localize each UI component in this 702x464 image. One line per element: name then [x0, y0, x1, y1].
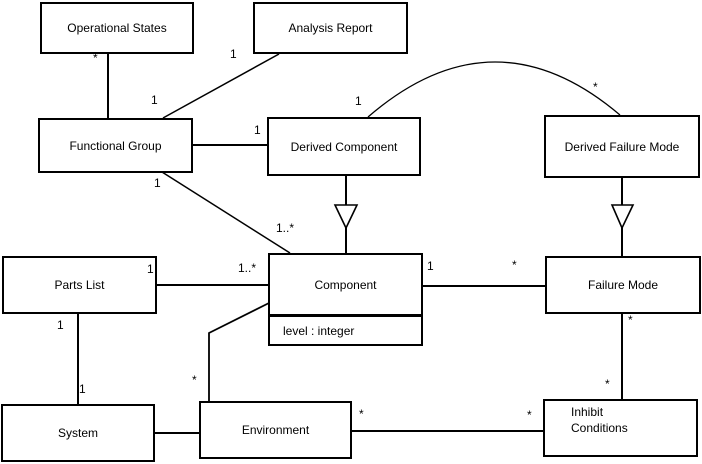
- multiplicity-fm-ic-star-top: *: [628, 313, 633, 327]
- association-environment-component: [208, 302, 270, 401]
- class-name-derived-component: Derived Component: [290, 139, 398, 154]
- multiplicity-fg-dc-one: 1: [254, 123, 261, 137]
- multiplicity-fm-ic-star-bottom: *: [605, 377, 610, 391]
- class-box-operational-states[interactable]: Operational States: [40, 2, 194, 54]
- class-name-component: Component: [270, 255, 421, 317]
- class-name-operational-states: Operational States: [67, 21, 167, 35]
- multiplicity-os-fg-one: 1: [151, 93, 158, 107]
- class-box-parts-list[interactable]: Parts List: [2, 256, 157, 314]
- class-box-failure-mode[interactable]: Failure Mode: [545, 256, 701, 314]
- multiplicity-fg-comp-onestar: 1..*: [276, 221, 295, 235]
- multiplicity-env-ic-star-right: *: [527, 408, 532, 422]
- class-name-parts-list: Parts List: [54, 278, 105, 292]
- multiplicity-pl-comp-one: 1: [147, 262, 154, 276]
- class-name-environment: Environment: [241, 423, 310, 437]
- multiplicity-pl-sys-one-top: 1: [57, 318, 64, 332]
- generalization-arrow-icon-failure-mode: [610, 204, 635, 230]
- class-box-system[interactable]: System: [1, 404, 155, 462]
- generalization-arrow-icon-component: [333, 204, 359, 230]
- association-functional-group-component: [161, 171, 291, 254]
- class-box-environment[interactable]: Environment: [199, 401, 352, 459]
- class-name-failure-mode: Failure Mode: [587, 278, 659, 292]
- multiplicity-fg-ar-one: 1: [230, 47, 237, 61]
- multiplicity-pl-comp-onestar: 1..*: [238, 261, 257, 275]
- class-attribute-level: level : integer: [283, 323, 355, 338]
- multiplicity-dc-dfm-one: 1: [355, 94, 362, 108]
- multiplicity-pl-sys-one-bottom: 1: [79, 382, 86, 396]
- class-box-analysis-report[interactable]: Analysis Report: [253, 2, 408, 54]
- class-box-derived-failure-mode[interactable]: Derived Failure Mode: [544, 115, 700, 178]
- class-name-functional-group: Functional Group: [69, 138, 162, 153]
- multiplicity-env-comp-star: *: [192, 373, 197, 387]
- multiplicity-env-ic-star-left: *: [359, 407, 364, 421]
- multiplicity-fg-comp-one: 1: [154, 176, 161, 190]
- class-box-component[interactable]: Component level : integer: [268, 253, 423, 346]
- multiplicity-comp-fm-one: 1: [427, 259, 434, 273]
- multiplicity-comp-fm-star: *: [512, 258, 517, 272]
- multiplicity-dc-dfm-star: *: [593, 80, 598, 94]
- class-box-derived-component[interactable]: Derived Component: [267, 117, 421, 176]
- association-functional-group-analysis-report: [162, 53, 280, 119]
- class-name-inhibit-conditions: Inhibit Conditions: [571, 405, 628, 435]
- association-derived-component-derived-failure-mode-arc: [367, 61, 621, 118]
- class-box-inhibit-conditions[interactable]: Inhibit Conditions: [543, 399, 698, 457]
- class-name-derived-failure-mode: Derived Failure Mode: [564, 139, 680, 154]
- multiplicity-os-fg-star: *: [93, 51, 98, 65]
- class-name-system: System: [57, 426, 98, 440]
- class-name-analysis-report: Analysis Report: [288, 21, 373, 35]
- class-box-functional-group[interactable]: Functional Group: [38, 118, 193, 173]
